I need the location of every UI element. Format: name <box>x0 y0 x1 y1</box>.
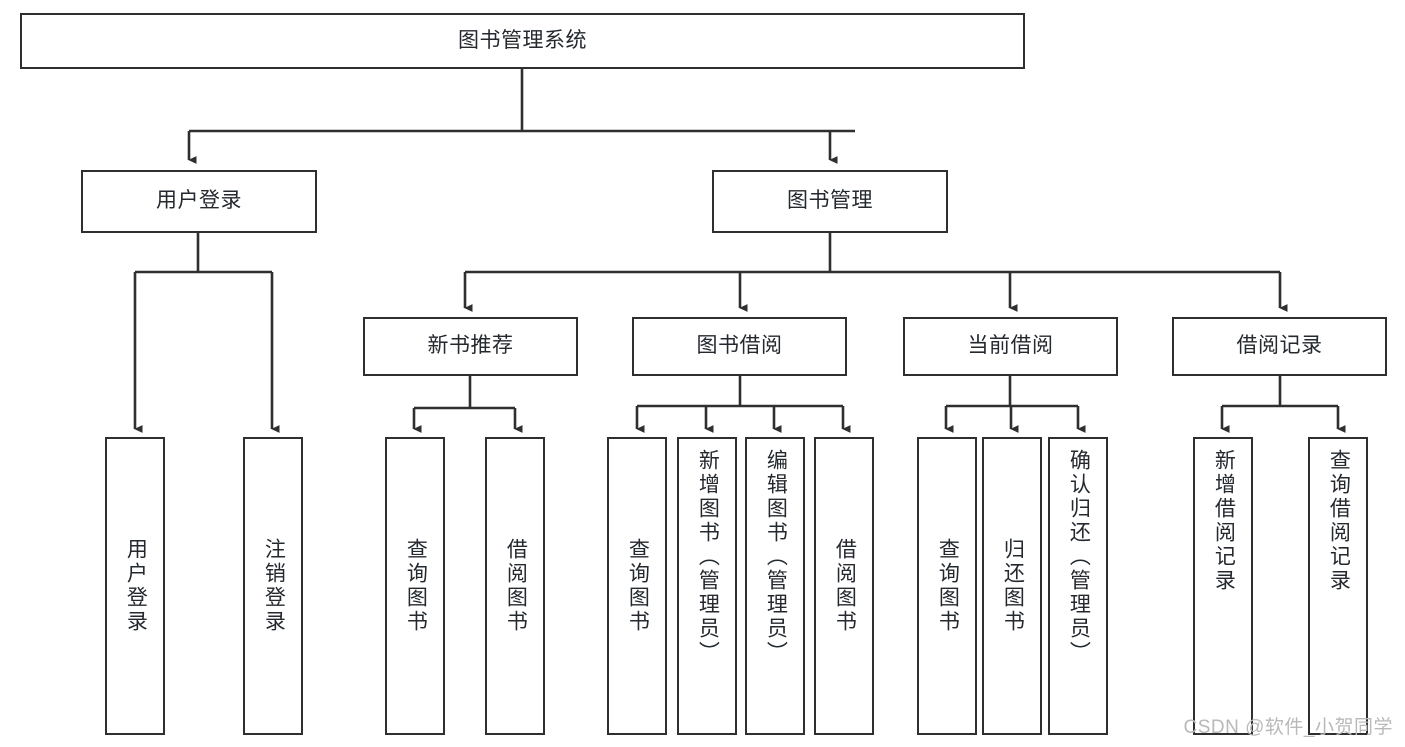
csdn-watermark: CSDN @软件_小贺同学 <box>1183 717 1393 738</box>
node-borrow-record-label: 借阅记录 <box>1236 334 1323 358</box>
node-leaf-add-book[interactable]: 新增图书（管理员） <box>677 437 737 735</box>
node-leaf-confirm-return-label: 确认归还（管理员） <box>1067 449 1091 665</box>
node-new-book-recommend[interactable]: 新书推荐 <box>363 317 578 376</box>
node-leaf-borrow-book-1[interactable]: 借阅图书 <box>485 437 545 735</box>
node-book-management-label: 图书管理 <box>787 189 873 213</box>
node-leaf-query-book-2-label: 查询图书 <box>626 538 650 634</box>
node-leaf-query-record-label: 查询借阅记录 <box>1327 449 1351 593</box>
node-leaf-logout-login[interactable]: 注销登录 <box>243 437 303 735</box>
node-root[interactable]: 图书管理系统 <box>20 13 1025 69</box>
node-leaf-borrow-book-2[interactable]: 借阅图书 <box>814 437 874 735</box>
node-leaf-return-book[interactable]: 归还图书 <box>982 437 1042 735</box>
node-leaf-add-record-label: 新增借阅记录 <box>1212 449 1236 593</box>
node-leaf-query-book-1-label: 查询图书 <box>404 538 428 634</box>
node-leaf-borrow-book-1-label: 借阅图书 <box>504 538 528 634</box>
node-leaf-query-book-3[interactable]: 查询图书 <box>917 437 977 735</box>
node-leaf-edit-book[interactable]: 编辑图书（管理员） <box>745 437 805 735</box>
node-leaf-add-record[interactable]: 新增借阅记录 <box>1193 437 1253 735</box>
node-new-book-recommend-label: 新书推荐 <box>427 334 514 358</box>
node-leaf-return-book-label: 归还图书 <box>1001 538 1025 634</box>
node-user-login[interactable]: 用户登录 <box>81 170 317 233</box>
node-leaf-user-login[interactable]: 用户登录 <box>105 437 165 735</box>
node-leaf-query-book-2[interactable]: 查询图书 <box>607 437 667 735</box>
node-root-label: 图书管理系统 <box>458 28 587 52</box>
node-book-borrow-label: 图书借阅 <box>696 334 783 358</box>
node-leaf-query-book-3-label: 查询图书 <box>936 538 960 634</box>
node-leaf-query-book-1[interactable]: 查询图书 <box>385 437 445 735</box>
node-leaf-logout-login-label: 注销登录 <box>262 538 286 634</box>
node-leaf-query-record[interactable]: 查询借阅记录 <box>1308 437 1368 735</box>
node-leaf-borrow-book-2-label: 借阅图书 <box>833 538 857 634</box>
node-current-borrow[interactable]: 当前借阅 <box>903 317 1118 376</box>
node-current-borrow-label: 当前借阅 <box>967 334 1054 358</box>
node-user-login-label: 用户登录 <box>156 189 242 213</box>
node-leaf-edit-book-label: 编辑图书（管理员） <box>764 449 788 665</box>
node-leaf-user-login-label: 用户登录 <box>124 538 148 634</box>
node-book-management[interactable]: 图书管理 <box>712 170 948 233</box>
node-borrow-record[interactable]: 借阅记录 <box>1172 317 1387 376</box>
node-leaf-add-book-label: 新增图书（管理员） <box>696 449 720 665</box>
node-book-borrow[interactable]: 图书借阅 <box>632 317 847 376</box>
node-leaf-confirm-return[interactable]: 确认归还（管理员） <box>1048 437 1108 735</box>
